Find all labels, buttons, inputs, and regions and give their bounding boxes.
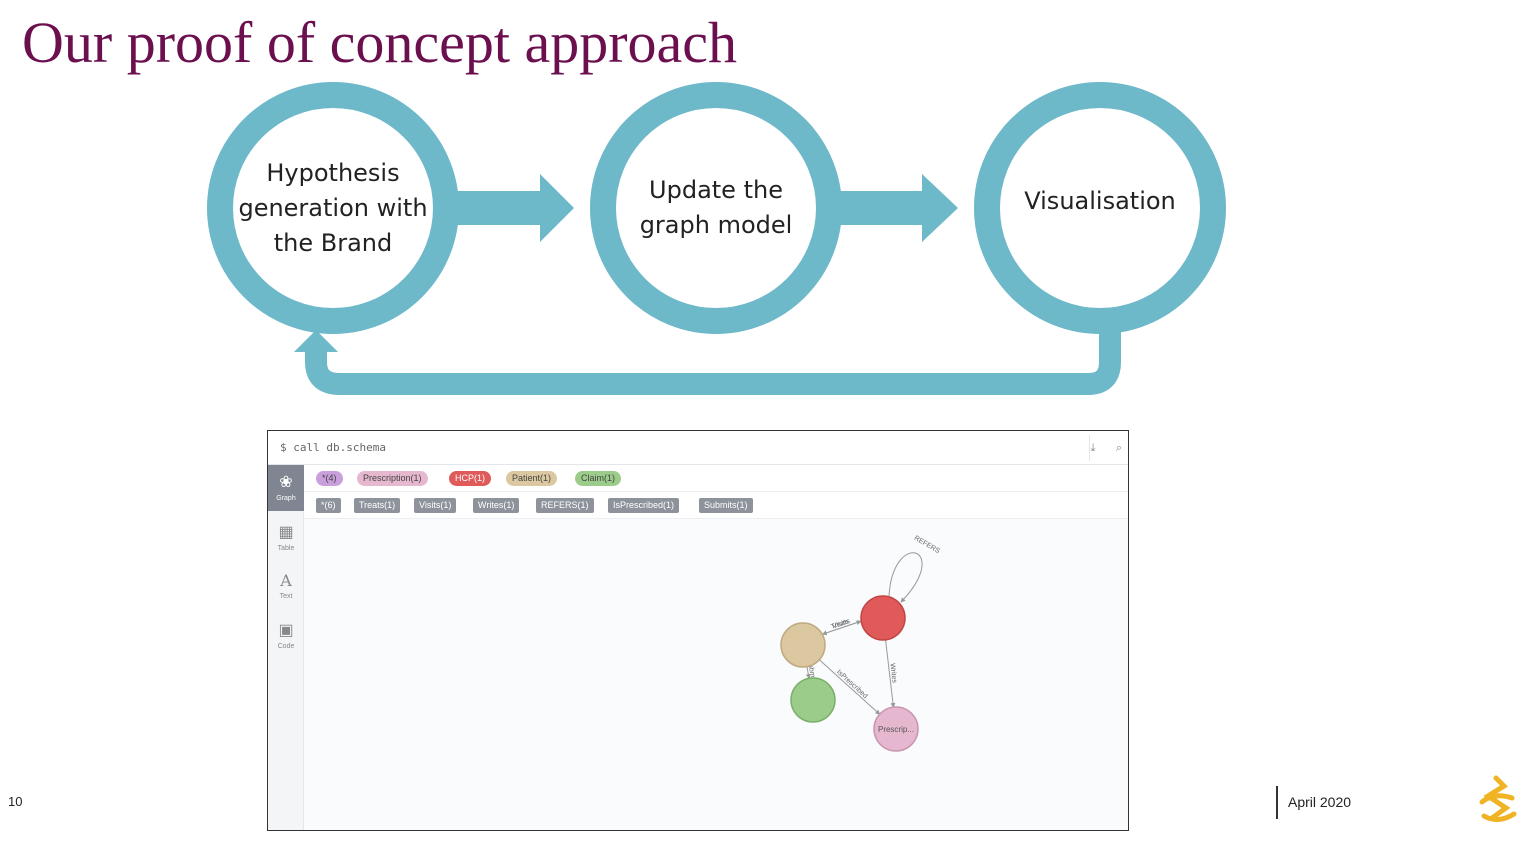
rel-type-refers[interactable]: REFERS(1) xyxy=(536,498,594,513)
rel-type-isprescribed[interactable]: IsPrescribed(1) xyxy=(608,498,680,513)
rel-type-submits[interactable]: Submits(1) xyxy=(699,498,753,513)
footer-date: April 2020 xyxy=(1288,794,1352,810)
neo4j-browser-panel: $ call db.schema ⤓ ⌕ ❀ Graph ▦ Table A T… xyxy=(267,430,1129,831)
sidebar-item-label: Graph xyxy=(276,495,296,502)
sidebar-item-label: Table xyxy=(277,545,295,552)
feedback-loop-connector xyxy=(305,330,1121,395)
graph-edge-label: Writes xyxy=(888,663,897,684)
sidebar-item-label: Text xyxy=(279,593,293,600)
step-line: the Brand xyxy=(273,229,393,257)
rel-type-visits[interactable]: Visits(1) xyxy=(414,498,457,513)
step-text-update-model: Update the graph model xyxy=(606,173,826,243)
step-line: Update the xyxy=(649,176,783,204)
rel-type-all[interactable]: *(6) xyxy=(316,498,341,513)
step-text-visualisation: Visualisation xyxy=(990,184,1210,219)
company-logo-icon xyxy=(1479,775,1517,822)
text-icon: A xyxy=(280,571,292,590)
graph-edge-writes[interactable]: Writes xyxy=(885,639,898,708)
rel-type-treats[interactable]: Treats(1) xyxy=(354,498,401,513)
step-circle-update-model xyxy=(590,82,842,334)
step-line: graph model xyxy=(639,211,793,239)
graph-node-prescription[interactable]: Prescrip... xyxy=(873,706,919,752)
graph-edge-treats[interactable]: Treats xyxy=(821,618,862,636)
download-icon[interactable]: ⤓ xyxy=(1090,442,1096,454)
graph-node-caption: Prescrip... xyxy=(878,725,914,734)
graph-edge-label: Treats xyxy=(830,618,851,631)
sidebar-item-graph[interactable]: ❀ Graph xyxy=(268,465,304,511)
graph-edge-label: Submits xyxy=(806,659,817,686)
feedback-loop-arrowhead xyxy=(294,330,338,352)
pin-icon[interactable]: ⌕ xyxy=(1115,442,1123,454)
relationship-types-row: *(6) Treats(1) Visits(1) Writes(1) REFER… xyxy=(304,492,1128,519)
step-circle-visualisation xyxy=(974,82,1226,334)
footer-divider xyxy=(1276,786,1278,819)
flow-arrow-2 xyxy=(832,174,958,242)
node-label-pill-patient[interactable]: Patient(1) xyxy=(506,471,558,486)
rel-type-writes[interactable]: Writes(1) xyxy=(473,498,520,513)
graph-edge-refers[interactable]: REFERS xyxy=(888,535,941,603)
slide-title: Our proof of concept approach xyxy=(22,10,738,75)
node-labels-row: *(4) Prescription(1) HCP(1) Patient(1) C… xyxy=(304,465,1128,492)
graph-icon: ❀ xyxy=(279,474,293,491)
node-label-pill-prescription[interactable]: Prescription(1) xyxy=(357,471,428,486)
step-line: Visualisation xyxy=(1024,187,1176,215)
code-icon: ▣ xyxy=(278,622,294,639)
process-flow-diagram xyxy=(207,82,1226,395)
node-label-pill-hcp[interactable]: HCP(1) xyxy=(449,471,492,486)
step-circle-hypothesis xyxy=(207,82,459,334)
command-bar: $ call db.schema ⤓ ⌕ xyxy=(268,431,1128,465)
step-line: generation with xyxy=(238,194,428,222)
divider xyxy=(1089,435,1090,461)
sidebar-item-label: Code xyxy=(277,643,295,650)
page-number: 10 xyxy=(8,794,23,809)
step-text-hypothesis: Hypothesis generation with the Brand xyxy=(223,156,443,261)
flow-arrow-1 xyxy=(450,174,574,242)
sidebar-item-code[interactable]: ▣ Code xyxy=(268,613,304,659)
view-sidebar: ❀ Graph ▦ Table A Text ▣ Code xyxy=(268,465,304,830)
node-label-pill-all[interactable]: *(4) xyxy=(316,471,343,486)
graph-node-claim[interactable] xyxy=(790,677,836,723)
graph-node-patient[interactable] xyxy=(780,622,826,668)
graph-node-hcp[interactable] xyxy=(860,595,906,641)
graph-edge-submits[interactable]: Submits xyxy=(806,659,817,686)
sidebar-item-text[interactable]: A Text xyxy=(268,563,304,609)
graph-edge-label: IsPrescribed xyxy=(835,669,869,700)
step-line: Hypothesis xyxy=(266,159,400,187)
command-text: $ call db.schema xyxy=(280,441,386,454)
node-label-pill-claim[interactable]: Claim(1) xyxy=(575,471,622,486)
sidebar-item-table[interactable]: ▦ Table xyxy=(268,515,304,561)
graph-edge-label: REFERS xyxy=(913,535,941,555)
table-icon: ▦ xyxy=(278,524,294,541)
